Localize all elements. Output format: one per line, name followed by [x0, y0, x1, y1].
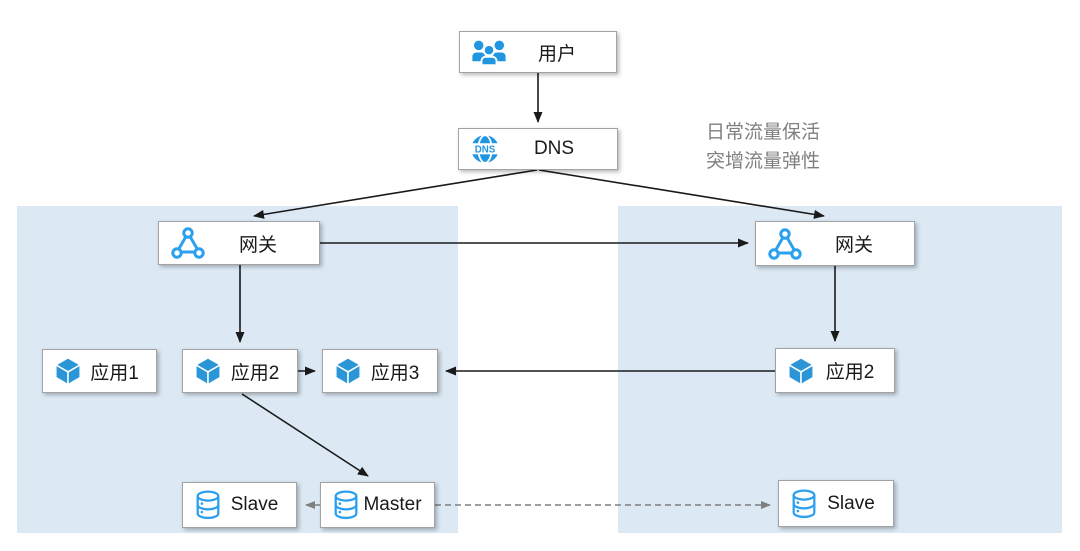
users-icon [470, 39, 508, 66]
node-dns-label: DNS [533, 138, 575, 159]
cube-icon [193, 356, 223, 386]
node-slave-left-label: Slave [230, 494, 279, 515]
node-user-label: 用户 [537, 43, 576, 65]
node-gateway-right-label: 网关 [834, 235, 873, 256]
annotation-line-2: 突增流量弹性 [706, 151, 821, 172]
node-app2-left: 应用2 [182, 349, 298, 393]
node-user: 用户 [459, 31, 617, 73]
node-master: Master [320, 482, 435, 528]
cube-icon [53, 356, 83, 386]
gateway-icon [169, 227, 207, 259]
node-gateway-left: 网关 [158, 221, 320, 265]
gateway-icon [766, 227, 804, 260]
node-master-label: Master [363, 494, 422, 515]
database-icon [193, 489, 223, 521]
node-app1: 应用1 [42, 349, 157, 393]
cube-icon [333, 356, 363, 386]
annotation-line-1: 日常流量保活 [706, 122, 821, 143]
database-icon [789, 488, 819, 520]
node-app3: 应用3 [322, 349, 438, 393]
node-app1-label: 应用1 [90, 362, 139, 384]
node-app2-left-label: 应用2 [230, 362, 280, 384]
node-gateway-left-label: 网关 [238, 234, 277, 256]
dns-globe-icon: DNS [469, 133, 501, 165]
cube-icon [786, 356, 816, 386]
node-gateway-right: 网关 [755, 221, 915, 266]
svg-text:DNS: DNS [475, 144, 496, 155]
node-slave-right-label: Slave [827, 492, 875, 514]
node-dns: DNS DNS [458, 128, 618, 170]
node-app3-label: 应用3 [370, 362, 420, 384]
node-slave-left: Slave [182, 482, 297, 528]
node-app2-right: 应用2 [775, 348, 895, 393]
node-slave-right: Slave [778, 480, 894, 527]
annotation-text: 日常流量保活 突增流量弹性 [706, 118, 820, 176]
node-app2-right-label: 应用2 [825, 362, 875, 383]
database-icon [331, 489, 361, 521]
